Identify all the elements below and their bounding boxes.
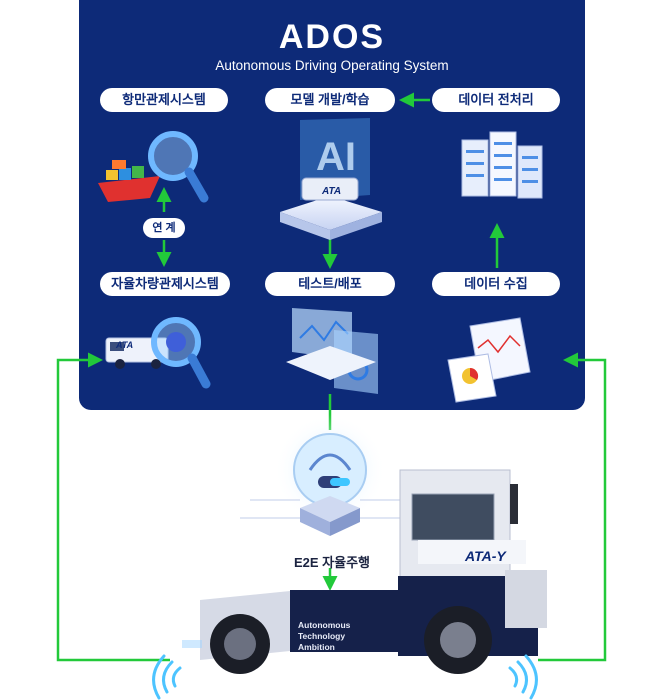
link-label: 연 계 (143, 218, 185, 238)
svg-text:ATA: ATA (321, 186, 341, 197)
ai-brain-chip-icon (240, 414, 420, 536)
documents-chart-icon (447, 317, 531, 403)
signal-waves-right-icon (508, 654, 538, 700)
node-port-control: 항만관제시스템 (100, 88, 228, 112)
diagram-title: ADOS (278, 18, 386, 56)
ship-magnifier-icon (98, 131, 209, 203)
truck-side-text: Autonomous Technology Ambition (298, 620, 350, 653)
server-racks-icon (461, 131, 543, 199)
e2e-label: E2E 자율주행 (293, 555, 371, 570)
signal-waves-left-icon (152, 654, 182, 700)
loop-left (56, 352, 170, 662)
autonomous-truck (182, 469, 547, 674)
truck-brand: ATA-Y (465, 548, 506, 564)
node-test-deploy: 테스트/배포 (265, 272, 395, 296)
vehicle-logo: ATA (116, 340, 134, 350)
loop-right (538, 352, 607, 662)
node-data-preprocess: 데이터 전처리 (432, 88, 560, 112)
truck-text-line-3: Ambition (298, 642, 335, 652)
dashboard-screens-icon (286, 308, 378, 394)
vehicle-magnifier-icon (105, 317, 211, 389)
node-data-collect: 데이터 수집 (432, 272, 560, 296)
node-av-control: 자율차량관제시스템 (100, 272, 230, 296)
svg-text:AI: AI (316, 135, 356, 179)
node-model-dev: 모델 개발/학습 (265, 88, 395, 112)
truck-text-line-1: Autonomous (298, 620, 351, 630)
ai-server-icon: AI ATA (280, 118, 382, 240)
truck-text-line-2: Technology (298, 631, 346, 641)
diagram-subtitle: Autonomous Driving Operating System (215, 58, 449, 73)
